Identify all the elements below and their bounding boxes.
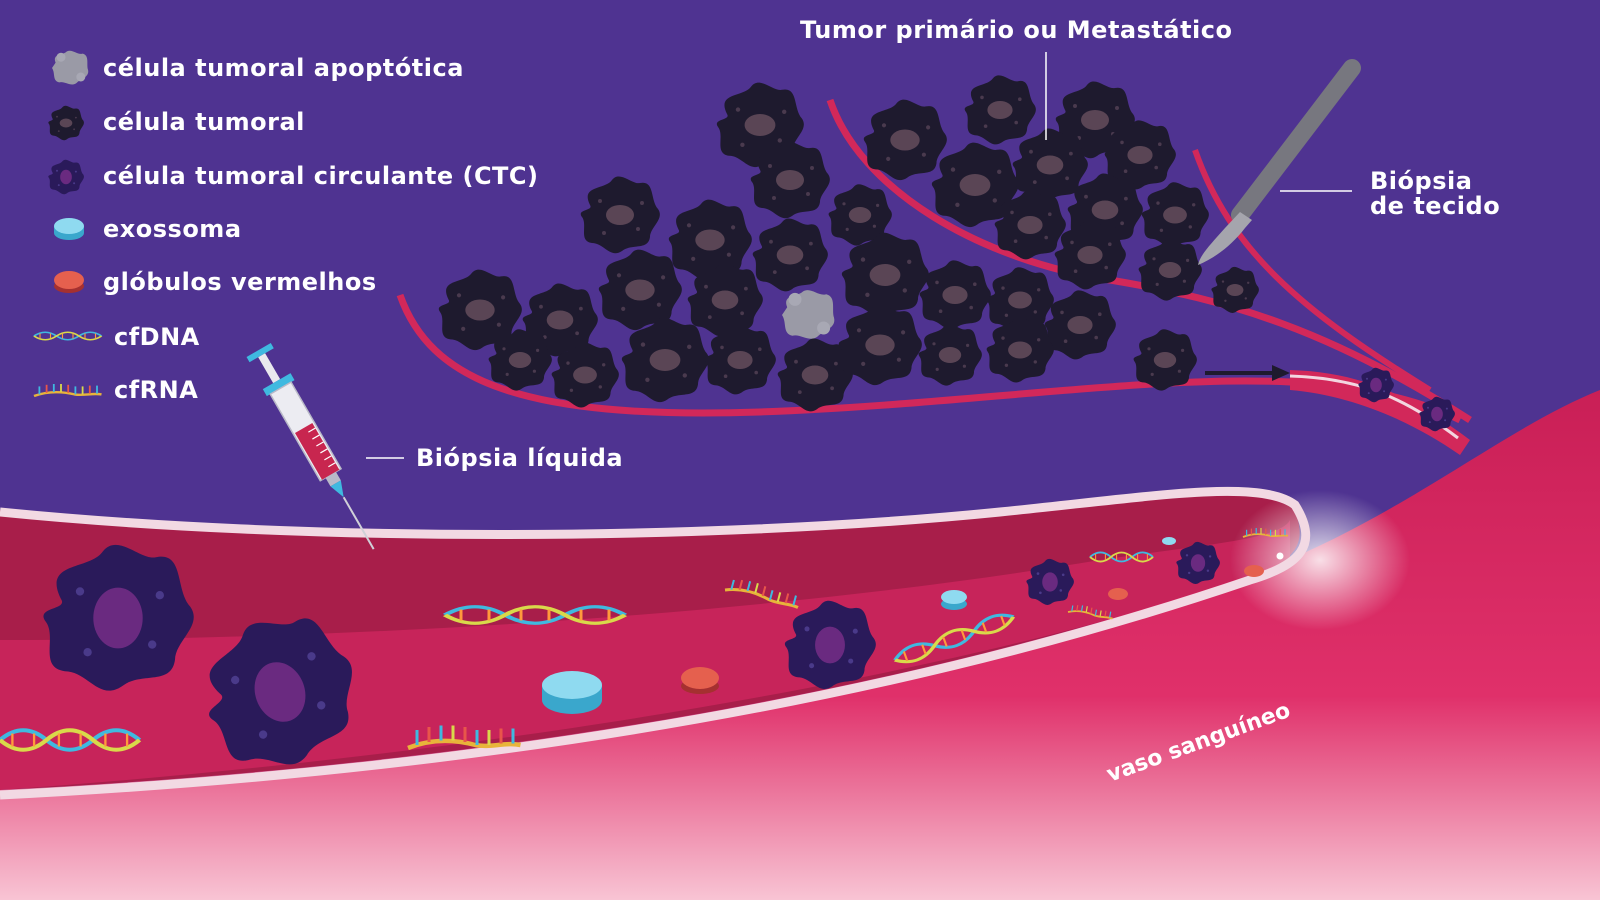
red-blood-cell: [1244, 565, 1264, 577]
tumor-cell: [598, 249, 682, 331]
exosome: [1162, 537, 1176, 545]
ctc-in-capillary: [1358, 367, 1394, 403]
red-blood-cell-icon: [54, 271, 84, 293]
migration-arrow: [1205, 365, 1290, 381]
legend-item-rbc: glóbulos vermelhos: [54, 268, 377, 296]
legend-item-cfrna: cfRNA: [32, 376, 198, 404]
tumor-cell: [704, 325, 776, 395]
tumor-cluster: [438, 75, 1259, 412]
legend-item-cfdna: cfDNA: [32, 323, 200, 351]
apoptotic-cell-icon: [52, 50, 89, 85]
liquid-biopsy-label: Biópsia líquida: [416, 444, 623, 472]
legend-label: exossoma: [103, 215, 242, 243]
exosome-icon: [54, 218, 84, 240]
tissue-biopsy-label-line1: Biópsia: [1370, 167, 1472, 195]
tumor-cell: [964, 75, 1036, 145]
tumor-cell: [621, 317, 709, 403]
cfdna-icon: [32, 331, 103, 341]
tumor-cell: [863, 99, 947, 181]
legend: célula tumoral apoptótica célula tumoral…: [32, 50, 539, 404]
tumor-cell: [1044, 290, 1116, 360]
legend-item-ctc: célula tumoral circulante (CTC): [48, 159, 539, 195]
tumor-cell: [1133, 329, 1197, 391]
syringe-icon: [246, 343, 375, 550]
exosome: [542, 671, 602, 714]
legend-label: célula tumoral circulante (CTC): [103, 162, 539, 190]
tumor-cell-icon: [48, 105, 84, 141]
tissue-biopsy-label-line2: de tecido: [1370, 192, 1500, 220]
scalpel-icon: [1198, 59, 1361, 265]
exosome: [941, 590, 967, 610]
tumor-cell: [580, 176, 660, 254]
tumor-cell: [918, 324, 982, 386]
tumor-cell: [1054, 220, 1126, 290]
tumor-cell: [1138, 239, 1202, 301]
legend-label: cfRNA: [114, 376, 198, 404]
tumor-cell: [752, 218, 828, 292]
red-blood-cell: [1108, 588, 1128, 600]
tumor-cell: [838, 304, 922, 386]
legend-item-apoptotic: célula tumoral apoptótica: [52, 50, 464, 85]
tumor-cell: [1211, 266, 1259, 313]
apoptotic-cell: [782, 290, 835, 339]
legend-label: célula tumoral: [103, 108, 305, 136]
vessel-contents: [0, 527, 1289, 786]
tumor-cell: [1141, 182, 1209, 248]
ctc-icon: [48, 159, 84, 195]
tumor-cell: [919, 260, 991, 330]
tumor-label: Tumor primário ou Metastático: [800, 16, 1232, 44]
tumor-cell: [986, 317, 1054, 383]
legend-label: glóbulos vermelhos: [103, 268, 377, 296]
legend-item-tumor: célula tumoral: [48, 105, 305, 141]
tumor-cell: [668, 199, 752, 281]
legend-label: célula tumoral apoptótica: [103, 54, 464, 82]
legend-item-exosome: exossoma: [54, 215, 242, 243]
legend-label: cfDNA: [114, 323, 200, 351]
cfrna-icon: [32, 382, 103, 398]
ctc-in-capillary: [1419, 396, 1455, 432]
red-blood-cell: [681, 667, 719, 694]
